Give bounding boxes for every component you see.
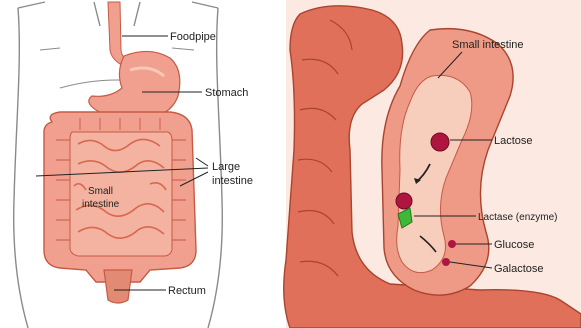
galactose-molecule	[442, 258, 450, 266]
label-large-intestine-line1: Large	[212, 161, 240, 173]
stomach-shape	[89, 51, 180, 118]
lactose-molecule	[431, 133, 449, 151]
label-small-intestine-line2: intestine	[82, 199, 120, 210]
label-stomach: Stomach	[205, 87, 248, 99]
foodpipe-shape	[108, 2, 128, 64]
label-small-intestine-right: Small intestine	[452, 39, 524, 51]
lactose-molecule-2	[396, 193, 412, 209]
label-glucose: Glucose	[494, 239, 534, 251]
label-lactase: Lactase (enzyme)	[478, 212, 557, 223]
rectum-shape	[104, 270, 132, 303]
label-lactose: Lactose	[494, 135, 533, 147]
label-rectum: Rectum	[168, 285, 206, 297]
label-small-intestine-line1: Small	[88, 186, 113, 197]
label-foodpipe: Foodpipe	[170, 31, 216, 43]
label-large-intestine-line2: intestine	[212, 175, 253, 187]
label-galactose: Galactose	[494, 263, 544, 275]
glucose-molecule	[448, 240, 456, 248]
